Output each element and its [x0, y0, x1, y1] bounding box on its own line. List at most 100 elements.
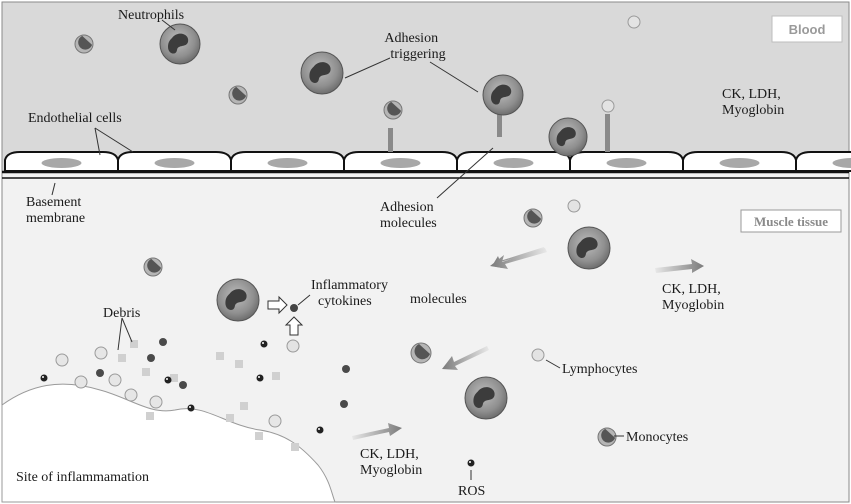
- debris-circle: [149, 395, 163, 409]
- ros-particle: [260, 340, 268, 348]
- inflammation-site-area: [1, 383, 336, 503]
- label-site-of-inflammation: Site of inflammamation: [16, 470, 149, 485]
- monocyte-nucleus: [78, 35, 93, 50]
- endothelial-nucleus: [493, 158, 534, 168]
- release-arrows: [352, 247, 704, 440]
- ros-particle: [256, 374, 264, 382]
- dark-particle: [340, 400, 348, 408]
- label-molecules: molecules: [410, 292, 467, 307]
- lymphocyte: [286, 339, 300, 353]
- leader-debris-2: [121, 317, 133, 343]
- blood-cells: [74, 15, 641, 157]
- ros-particle: [187, 404, 195, 412]
- debris-square: [226, 414, 234, 422]
- muscle-tissue-tag: Muscle tissue: [754, 214, 828, 229]
- debris-square: [170, 374, 178, 382]
- label-adhesion-molecules: Adhesion molecules: [380, 200, 437, 231]
- label-markers-blood: CK, LDH, Myoglobin: [722, 87, 784, 118]
- blood-tag: Blood: [789, 22, 826, 37]
- leader-debris-1: [117, 317, 123, 351]
- debris-square: [291, 443, 299, 451]
- debris-circle: [74, 375, 88, 389]
- dark-particle: [179, 381, 187, 389]
- endothelial-layer: [4, 151, 851, 172]
- ros-core: [316, 426, 324, 434]
- debris-square: [130, 340, 138, 348]
- arrow-upper-middle: [490, 248, 547, 269]
- endothelial-nucleus: [380, 158, 421, 168]
- label-endothelial-cells: Endothelial cells: [28, 111, 122, 126]
- monocyte: [597, 427, 617, 447]
- arrow-to-lower-left: [492, 247, 545, 268]
- ros-core: [467, 459, 475, 467]
- lymphocyte: [601, 99, 615, 113]
- ros-spot: [166, 378, 168, 380]
- endothelial-nucleus: [606, 158, 647, 168]
- leader-lines: [51, 19, 624, 480]
- lymphocyte: [531, 348, 545, 362]
- neutrophil-nucleus: [556, 127, 576, 147]
- endothelial-nucleus: [832, 158, 851, 168]
- neutrophil-nucleus: [309, 62, 331, 84]
- debris-circle: [124, 388, 138, 402]
- neutrophil-nucleus: [491, 84, 512, 105]
- leader-neutrophils: [161, 19, 176, 31]
- lymphocyte: [567, 199, 581, 213]
- label-markers-tissue-right: CK, LDH, Myoglobin: [662, 282, 724, 313]
- hollow-arrow-up: [284, 316, 304, 336]
- label-ros: ROS: [458, 484, 485, 499]
- ros-spot: [189, 406, 191, 408]
- blood-tag-box: [771, 15, 843, 43]
- cytokine-hollow-arrows: [267, 295, 304, 336]
- dark-particle: [159, 338, 167, 346]
- neutrophil: [464, 376, 508, 420]
- debris-square: [272, 372, 280, 380]
- leader-lymphocytes: [545, 359, 561, 369]
- label-inflammatory-cytokines: Inflammatory cytokines: [311, 278, 391, 309]
- monocyte: [228, 85, 248, 105]
- debris-square: [240, 402, 248, 410]
- leader-adhesion-trigger-1: [344, 57, 391, 79]
- debris-square: [255, 432, 263, 440]
- muscle-tissue-tag-box: [740, 209, 842, 233]
- adhesion-molecule: [497, 112, 502, 137]
- ros-spot: [258, 376, 260, 378]
- debris-particles: [40, 338, 475, 467]
- leader-adhesion-trigger-2: [429, 61, 479, 93]
- arrow-mid-left: [442, 346, 489, 370]
- debris-square: [142, 368, 150, 376]
- monocyte-nucleus: [414, 344, 430, 360]
- endothelial-nucleus: [719, 158, 760, 168]
- adhesion-molecule: [605, 114, 610, 152]
- endothelial-nucleus: [41, 158, 82, 168]
- monocyte: [74, 34, 94, 54]
- ros-spot: [42, 376, 44, 378]
- arrow-bottom: [352, 423, 402, 440]
- neutrophil: [567, 226, 611, 270]
- arrow-right: [655, 259, 704, 273]
- neutrophil: [159, 23, 201, 65]
- label-monocytes: Monocytes: [626, 430, 688, 445]
- label-neutrophils: Neutrophils: [118, 8, 184, 23]
- debris-square: [146, 412, 154, 420]
- monocyte: [143, 257, 163, 277]
- ros-core: [40, 374, 48, 382]
- ros-spot: [262, 342, 264, 344]
- neutrophil: [300, 51, 344, 95]
- tissue-cells: [143, 199, 617, 447]
- dark-particle: [342, 365, 350, 373]
- ros-particle: [467, 459, 475, 467]
- leader-adhesion-molecules: [436, 147, 494, 199]
- monocyte-nucleus: [527, 209, 542, 224]
- neutrophil-nucleus: [168, 33, 189, 54]
- cytokine-dot: [290, 304, 298, 312]
- ros-spot: [469, 461, 471, 463]
- debris-square: [235, 360, 243, 368]
- debris-circle: [268, 414, 282, 428]
- leader-endothelial-1: [94, 127, 101, 156]
- monocyte: [383, 100, 403, 120]
- neutrophil: [482, 74, 524, 116]
- debris-square: [118, 354, 126, 362]
- ros-core: [256, 374, 264, 382]
